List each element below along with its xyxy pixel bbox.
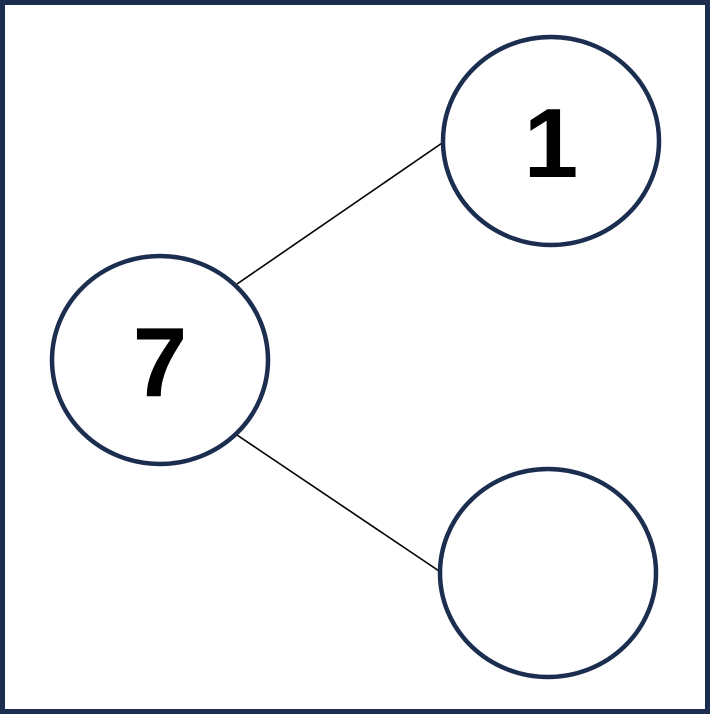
whole-value: 7 [133, 307, 188, 417]
part-node-bottom[interactable] [437, 466, 659, 680]
connector-whole-to-part-top [236, 140, 446, 285]
part-circle-top [440, 34, 662, 248]
whole-circle [49, 253, 271, 467]
part-value-top: 1 [524, 88, 579, 198]
connector-whole-to-part-bottom [236, 434, 443, 574]
whole-node: 7 [49, 253, 271, 467]
part-circle-bottom[interactable] [437, 466, 659, 680]
part-node-top: 1 [440, 34, 662, 248]
